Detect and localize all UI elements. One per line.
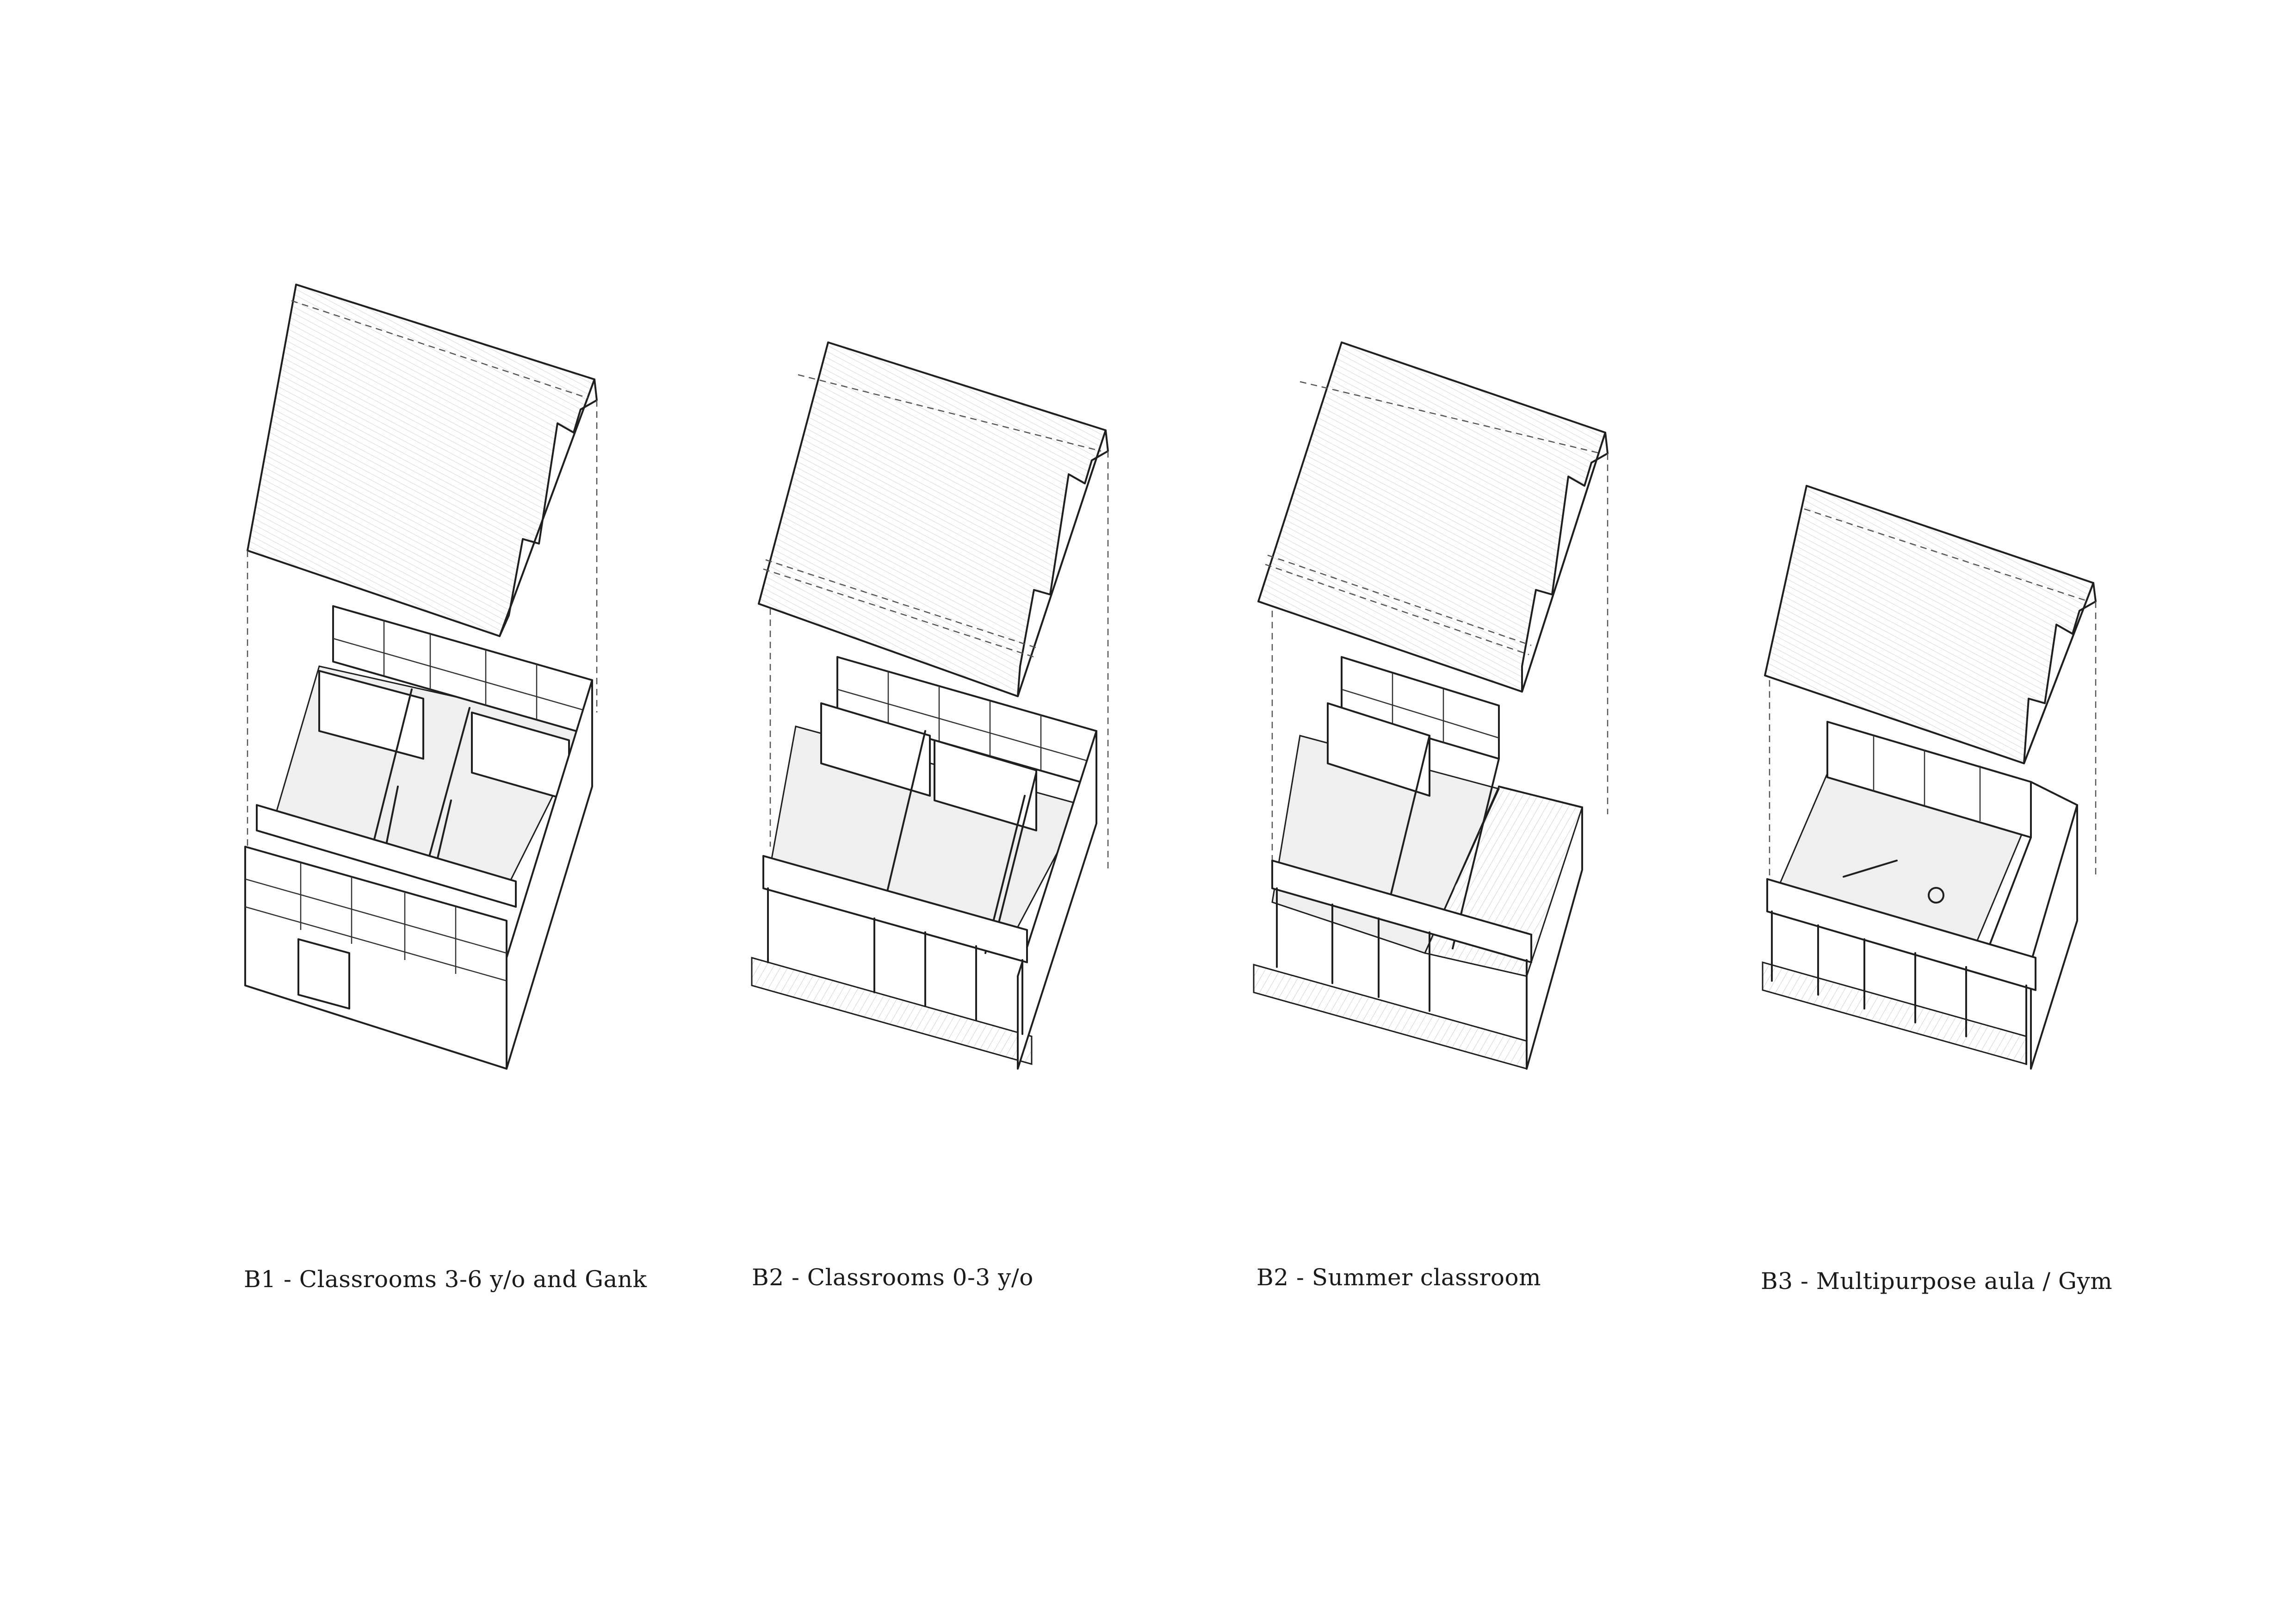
roof-b1: [247, 284, 598, 870]
building-b1: [244, 605, 593, 1070]
axonometric-b2-summer: [1253, 341, 1609, 1070]
roof-b3: [1764, 485, 2097, 884]
roof-b2-summer: [1257, 341, 1609, 861]
caption-b3: B3 - Multipurpose aula / Gym: [1761, 1268, 2113, 1295]
building-b2: [751, 656, 1097, 1070]
axonometric-b1: [244, 284, 598, 1070]
axonometric-b3: [1762, 485, 2097, 1070]
caption-b1: B1 - Classrooms 3-6 y/o and Gank: [244, 1266, 647, 1293]
caption-b2: B2 - Classrooms 0-3 y/o: [752, 1264, 1034, 1291]
axonometric-b2: [751, 341, 1109, 1070]
building-b3: [1762, 721, 2078, 1070]
roof-b2: [758, 341, 1109, 870]
caption-b2-summer: B2 - Summer classroom: [1256, 1264, 1541, 1291]
building-b2-summer: [1253, 656, 1583, 1070]
